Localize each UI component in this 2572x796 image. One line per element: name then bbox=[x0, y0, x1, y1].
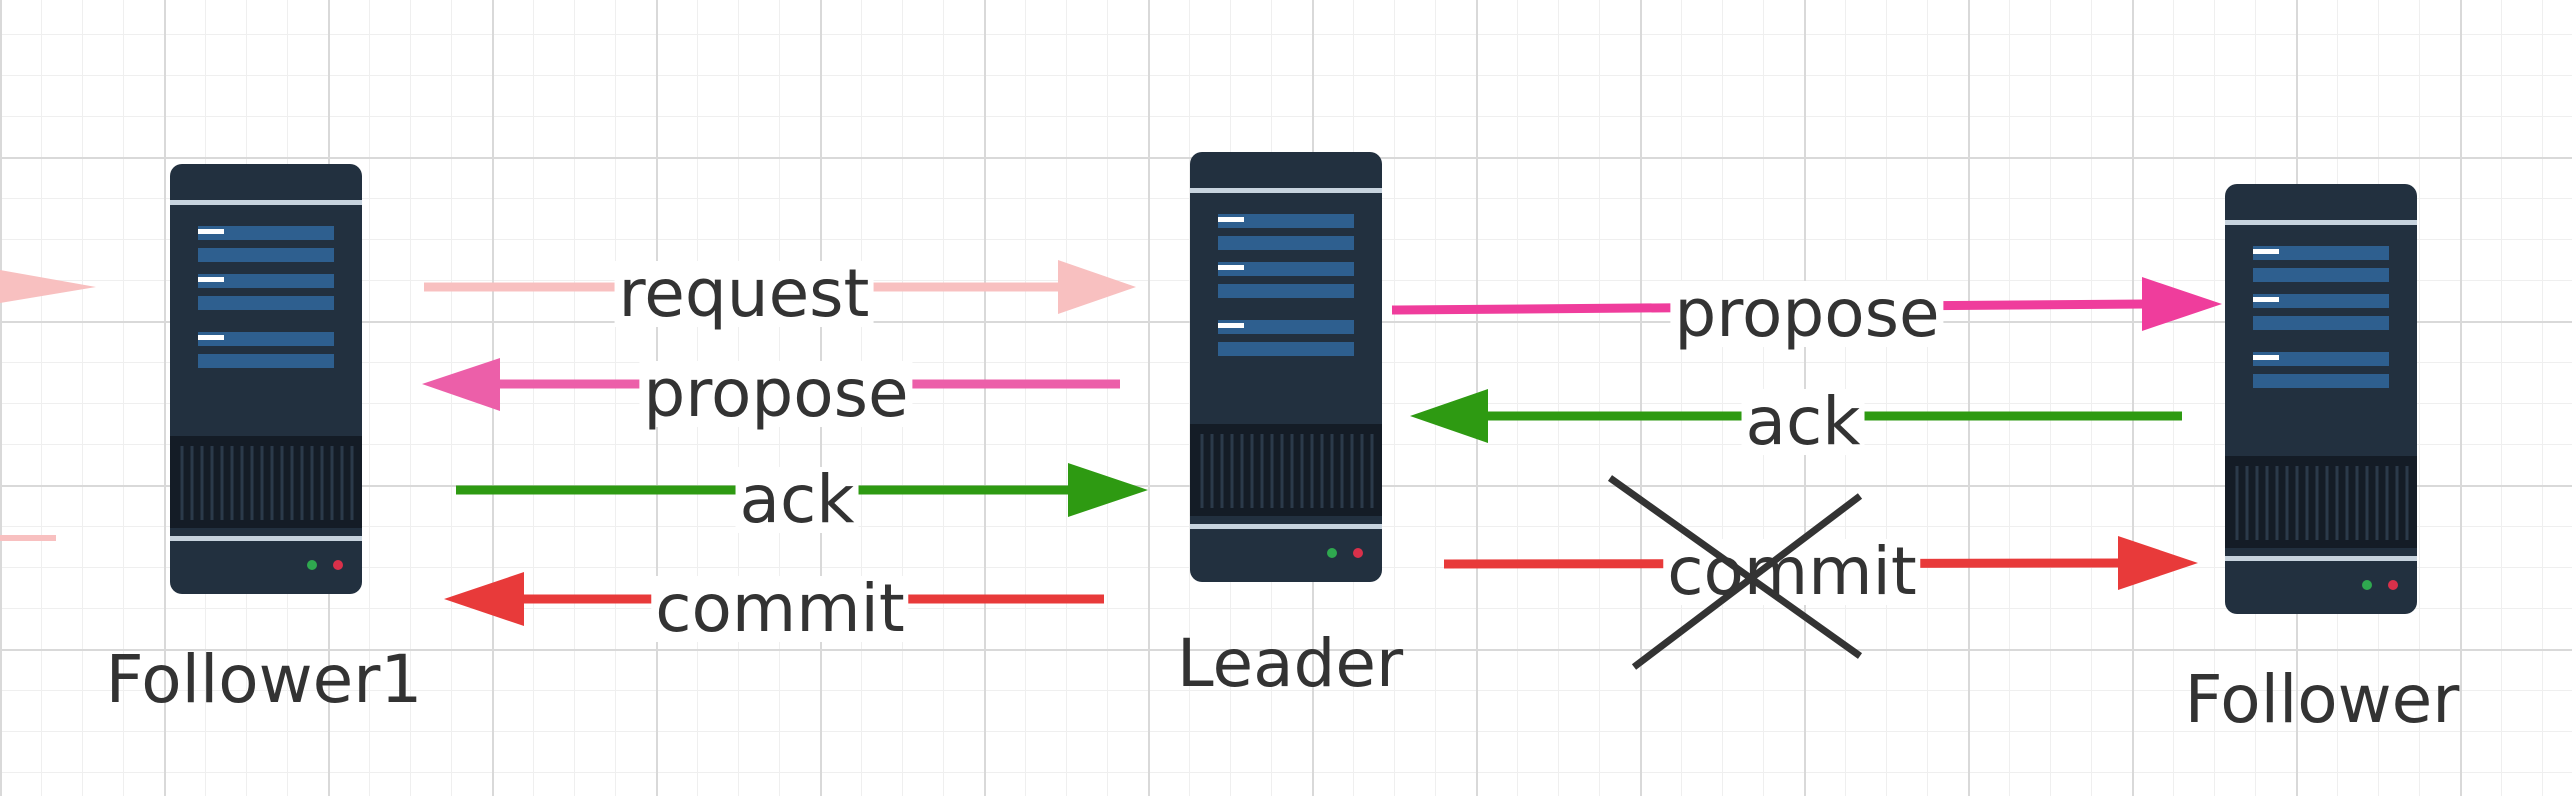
edge-label-ack: ack bbox=[735, 467, 859, 533]
edge-label-propose: propose bbox=[639, 361, 913, 427]
node-label-leader: Leader bbox=[1176, 625, 1404, 702]
edge-label-commit: commit bbox=[651, 576, 909, 642]
node-label-follower1: Follower1 bbox=[105, 641, 423, 718]
edge-label-request: request bbox=[614, 261, 874, 327]
node-label-follower: Follower bbox=[2184, 661, 2460, 738]
edge-label-ack: ack bbox=[1741, 389, 1865, 455]
edge-label-propose: propose bbox=[1670, 281, 1944, 347]
offscreen-incoming-edges bbox=[0, 270, 96, 541]
